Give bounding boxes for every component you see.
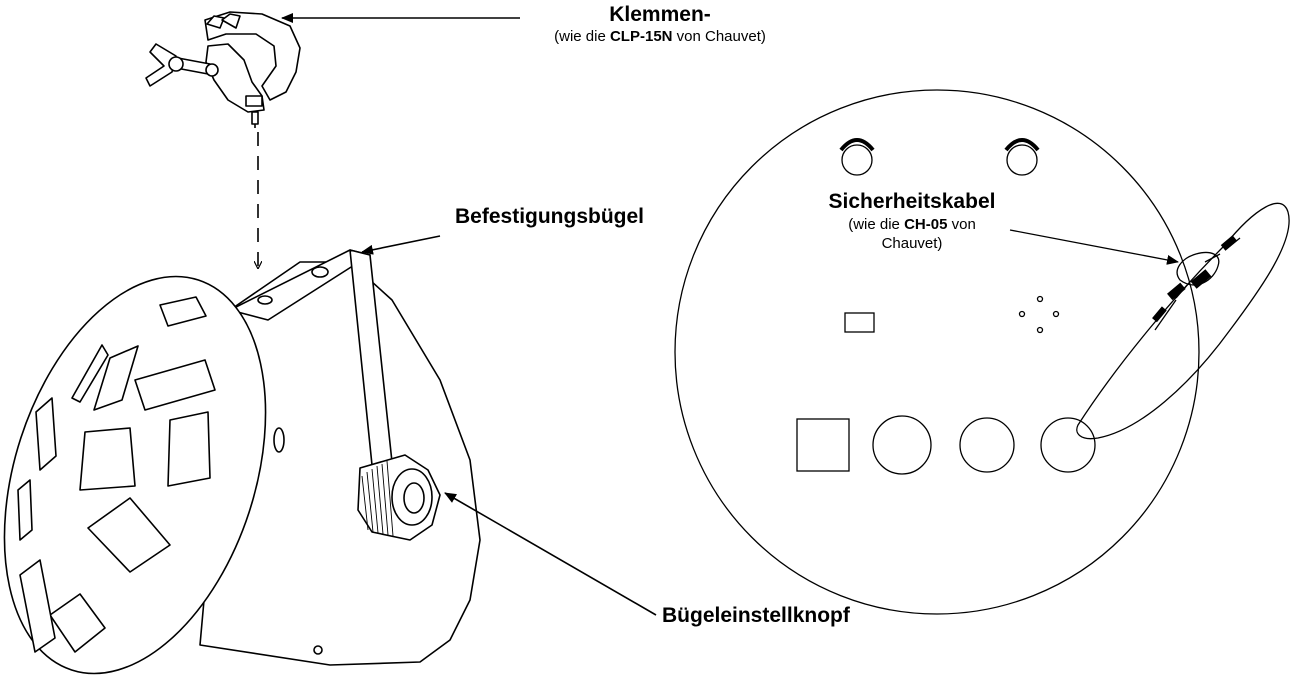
safety-cable-subtitle-line1: (wie die CH-05 von [848,216,976,233]
clamp-title: Klemmen- [609,3,711,26]
knob-label: Bügeleinstellknopf [662,604,850,627]
fixture-back-panel-icon [674,89,1200,615]
clamp-model: CLP-15N [609,28,673,45]
safety-cable-title: Sicherheitskabel [828,190,996,213]
clamp-subtitle-pre: (wie die [554,28,610,45]
clamp-icon [145,11,301,128]
bracket-label: Befestigungsbügel [455,205,645,228]
safety-subtitle-post: von [947,216,976,233]
safety-cable-icon [1076,202,1290,440]
safety-cable-model: CH-05 [904,216,948,233]
clamp-subtitle: (wie die CLP-15N von Chauvet) [554,28,766,45]
light-fixture-icon [3,249,481,675]
clamp-subtitle-post: von Chauvet) [672,28,766,45]
safety-cable-subtitle-line2: Chauvet) [881,235,943,252]
safety-subtitle-pre: (wie die [848,216,905,233]
bracket-arrow [361,235,441,255]
knob-arrow [444,492,657,616]
safety-cable-arrow [1009,229,1179,265]
